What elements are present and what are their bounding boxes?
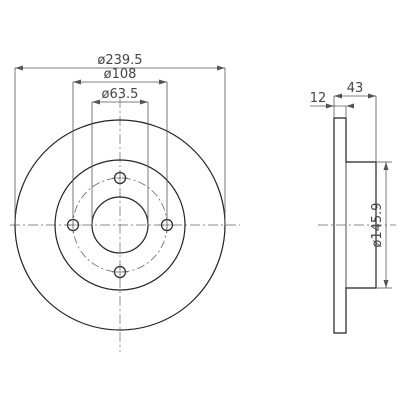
hub-diameter-label: ø145.9	[370, 202, 385, 247]
center-bore-label: ø63.5	[102, 87, 139, 102]
hat-height-label: 43	[347, 81, 364, 96]
hub-circle	[54, 159, 186, 291]
dim-hub-diameter	[376, 161, 392, 289]
disc-thickness-label: 12	[310, 91, 327, 106]
bolt-hole-centermarks	[65, 170, 175, 280]
front-view	[10, 98, 240, 352]
pcd-label: ø108	[104, 67, 137, 82]
dim-outer-diameter	[14, 65, 226, 225]
dim-disc-thickness	[310, 103, 354, 118]
dim-pcd	[72, 79, 168, 218]
dim-center-bore	[91, 99, 149, 225]
outer-diameter-label: ø239.5	[97, 53, 142, 68]
dim-hat-height	[333, 93, 377, 162]
